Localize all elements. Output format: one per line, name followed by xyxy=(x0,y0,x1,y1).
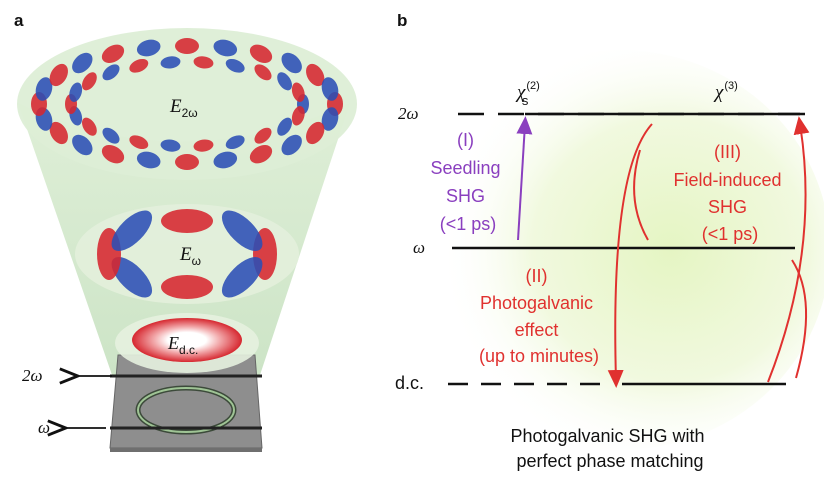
mode-lobe-outer xyxy=(136,39,161,57)
mode-lobe-outer xyxy=(306,63,325,87)
mode-lobe-outer xyxy=(49,63,68,87)
mode-lobe-outer xyxy=(175,38,199,54)
chi3-label: χ(3) xyxy=(713,80,738,103)
level-label-2w: 2ω xyxy=(398,104,419,123)
mode-lobe-outer xyxy=(249,44,273,63)
level-label-w: ω xyxy=(413,238,425,257)
mode-lobe xyxy=(221,210,263,251)
mode-lobe-outer xyxy=(213,151,238,169)
mode-lobe-outer xyxy=(213,39,238,57)
level-label-dc: d.c. xyxy=(395,373,424,393)
mode-lobe-outer xyxy=(281,134,302,156)
waveguide-chip xyxy=(109,354,263,452)
mode-lobe-inner xyxy=(82,72,97,91)
mode-lobe-inner xyxy=(102,127,120,144)
mode-lobe-outer xyxy=(72,134,93,156)
panel-a-letter: a xyxy=(14,11,24,30)
mode-lobe-inner xyxy=(277,117,292,136)
waveguide-label-w: ω xyxy=(38,418,50,437)
mode-lobe xyxy=(111,257,153,298)
field-dc-label: Ed.c. xyxy=(167,333,198,357)
field-omega: Eω xyxy=(75,204,299,304)
mode-lobe-inner xyxy=(277,72,292,91)
mode-lobe-inner xyxy=(82,117,97,136)
dc-ring xyxy=(132,318,242,362)
mode-lobe-inner xyxy=(160,56,181,69)
mode-lobe-inner xyxy=(291,106,305,126)
process-I-label: (I) Seedling SHG (<1 ps) xyxy=(430,130,505,234)
mode-lobe-outer xyxy=(72,52,93,74)
diagram-caption: Photogalvanic SHG with perfect phase mat… xyxy=(510,426,709,471)
mode-lobe-inner xyxy=(69,82,83,102)
mode-lobe-inner xyxy=(193,56,214,69)
mode-lobe-inner xyxy=(129,135,149,150)
field-induced-shg-arrow xyxy=(767,116,810,383)
process-III-label: (III) Field-induced SHG (<1 ps) xyxy=(673,142,786,244)
mode-lobe xyxy=(111,210,153,251)
mode-lobe xyxy=(161,275,213,299)
mode-lobe-outer xyxy=(281,52,302,74)
panel-b: b 2ω ω d.c. χ(2)s χ(3) (I) Seedling SHG … xyxy=(395,11,824,471)
panel-a: a 2ω ω Ed.c. Eω E2 xyxy=(14,11,357,452)
mode-lobe-outer xyxy=(321,107,339,131)
field-tail-arrow xyxy=(633,149,649,241)
field-omega-label: Eω xyxy=(179,244,201,268)
mode-lobe xyxy=(221,257,263,298)
field-2omega-label: E2ω xyxy=(169,96,198,120)
mode-lobe-inner xyxy=(129,58,149,73)
seedling-shg-arrow xyxy=(516,116,533,241)
mode-lobe-inner xyxy=(254,127,272,144)
mode-lobe-inner xyxy=(225,58,245,73)
mode-lobe-inner xyxy=(291,82,305,102)
field-2omega: E2ω xyxy=(17,28,357,180)
chi2-label: χ(2)s xyxy=(515,80,540,108)
panel-b-letter: b xyxy=(397,11,407,30)
mode-lobe-inner xyxy=(225,135,245,150)
process-II-label: (II) Photogalvanic effect (up to minutes… xyxy=(479,266,599,366)
waveguide-label-2w: 2ω xyxy=(22,366,43,385)
mode-lobe-outer xyxy=(101,44,125,63)
mode-lobe-inner xyxy=(254,64,272,81)
photogalvanic-arrow xyxy=(607,123,653,388)
mode-lobe-outer xyxy=(35,77,53,101)
mode-lobe-outer xyxy=(306,121,325,145)
mode-lobe-inner xyxy=(102,64,120,81)
return-arrow xyxy=(791,259,808,379)
mode-lobe-outer xyxy=(175,154,199,170)
mode-lobe-outer xyxy=(49,121,68,145)
mode-lobe-inner xyxy=(193,139,214,152)
mode-lobe-outer xyxy=(321,77,339,101)
mode-lobe-outer xyxy=(136,151,161,169)
mode-lobe-outer xyxy=(249,145,273,164)
mode-lobe-inner xyxy=(160,139,181,152)
field-dc: Ed.c. xyxy=(115,313,259,373)
mode-lobe xyxy=(161,209,213,233)
mode-lobe-outer xyxy=(101,145,125,164)
